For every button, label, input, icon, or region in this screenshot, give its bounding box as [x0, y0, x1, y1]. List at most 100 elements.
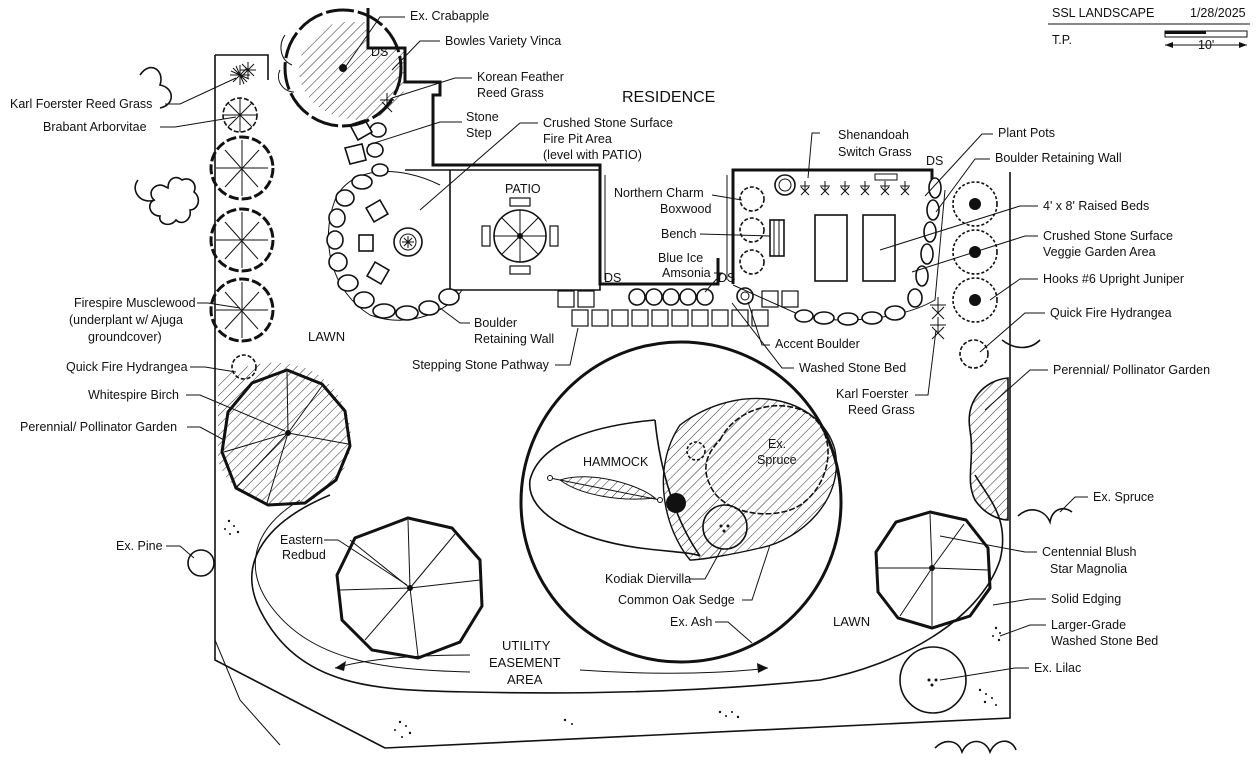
ex-pine [187, 549, 215, 577]
blue-ice-amsonia [628, 288, 714, 306]
label-ex-pine: Ex. Pine [116, 539, 163, 553]
karl-foerster-left [230, 62, 256, 85]
label-ex-spruce: Ex. Spruce [1093, 490, 1154, 504]
residence-label: RESIDENCE [622, 89, 715, 106]
star-magnolia [874, 510, 992, 630]
callout-labels: Ex. Crabapple Bowles Variety Vinca Korea… [10, 9, 1210, 681]
plant-pots [774, 174, 796, 196]
pollinator-garden-right [968, 377, 1009, 521]
company-name: SSL LANDSCAPE [1052, 6, 1154, 20]
label-larger-stone: Washed Stone Bed [1051, 634, 1158, 648]
lawn-edge-inner [254, 499, 471, 673]
downspout-label: DS [604, 271, 621, 285]
plan-date: 1/28/2025 [1190, 6, 1246, 20]
neighbor-tree [148, 176, 200, 226]
bench-icon [769, 219, 785, 257]
hooks-upright-juniper [952, 181, 998, 323]
label-larger-stone: Larger-Grade [1051, 618, 1126, 632]
utility-label: AREA [507, 672, 543, 687]
label-accent-boulder: Accent Boulder [775, 337, 860, 351]
label-ex-ash: Ex. Ash [670, 615, 712, 629]
label-switch-grass: Switch Grass [838, 145, 912, 159]
label-vinca: Bowles Variety Vinca [445, 34, 561, 48]
label-pollinator-right: Perennial/ Pollinator Garden [1053, 363, 1210, 377]
label-magnolia: Centennial Blush [1042, 545, 1137, 559]
eastern-redbud: Eastern Redbud [280, 516, 484, 660]
raised-beds [814, 214, 896, 282]
stepping-stone-pathway [557, 290, 799, 327]
label-raised-beds: 4' x 8' Raised Beds [1043, 199, 1149, 213]
label-veggie-area: Veggie Garden Area [1043, 245, 1156, 259]
label-amsonia: Blue Ice [658, 251, 703, 265]
firespire-musclewood [209, 135, 275, 343]
kidney-bed [662, 397, 838, 561]
label-plant-pots: Plant Pots [998, 126, 1055, 140]
label-oak-sedge: Common Oak Sedge [618, 593, 735, 607]
label-ex-lilac: Ex. Lilac [1034, 661, 1081, 675]
hammock-label: HAMMOCK [583, 455, 649, 469]
label-karl-foerster-right: Karl Foerster [836, 387, 908, 401]
label-feather-reed: Korean Feather [477, 70, 564, 84]
scale-label: 10' [1198, 38, 1214, 52]
central-garden: Ex. Spruce HAMMOCK [519, 340, 843, 664]
label-diervilla: Kodiak Diervilla [605, 572, 691, 586]
label-musclewood: (underplant w/ Ajuga [69, 313, 183, 327]
label-boulder-wall-right: Boulder Retaining Wall [995, 151, 1122, 165]
ex-spruce-right [1017, 508, 1073, 525]
utility-easement: UTILITY EASEMENT AREA [334, 638, 769, 687]
quick-fire-hydrangea-right [959, 339, 989, 369]
label-hydrangea-left: Quick Fire Hydrangea [66, 360, 188, 374]
label-hydrangea-right: Quick Fire Hydrangea [1050, 306, 1172, 320]
label-pollinator-left: Perennial/ Pollinator Garden [20, 420, 177, 434]
lawn-label: LAWN [833, 614, 870, 629]
accent-boulder [736, 287, 754, 305]
label-arborvitae: Brabant Arborvitae [43, 120, 147, 134]
kodiak-diervilla [702, 504, 748, 550]
crabapple-tree [278, 8, 405, 128]
downspout-label: DS [926, 154, 943, 168]
ex-lilac [899, 646, 967, 714]
patio-table-icon [481, 197, 559, 275]
boxwood-shrubs [739, 186, 765, 275]
label-musclewood: groundcover) [88, 330, 162, 344]
label-veggie-area: Crushed Stone Surface [1043, 229, 1173, 243]
whitespire-birch [218, 362, 352, 507]
designer-initials: T.P. [1052, 33, 1072, 47]
redbud-label: Eastern [280, 533, 323, 547]
patio: PATIO [405, 169, 728, 291]
label-boxwood: Boxwood [660, 202, 711, 216]
patio-label: PATIO [505, 182, 541, 196]
washed-stone-stipple [224, 519, 1001, 738]
label-boxwood: Northern Charm [614, 186, 704, 200]
label-fire-pit: (level with PATIO) [543, 148, 642, 162]
spruce-label: Ex. [768, 437, 786, 451]
utility-label: EASEMENT [489, 655, 561, 670]
property-boundary [214, 54, 1011, 749]
label-switch-grass: Shenandoah [838, 128, 909, 142]
label-stepping-stone: Stepping Stone Pathway [412, 358, 550, 372]
veggie-garden [732, 173, 946, 340]
label-amsonia: Amsonia [662, 266, 711, 280]
label-musclewood: Firespire Musclewood [74, 296, 196, 310]
label-fire-pit: Fire Pit Area [543, 132, 612, 146]
title-block: SSL LANDSCAPE 1/28/2025 T.P. 10' [1048, 6, 1250, 52]
spruce-label: Spruce [757, 453, 797, 467]
brabant-arborvitae [222, 97, 258, 133]
fire-pit-area [326, 119, 463, 321]
neighbor-tree [139, 66, 173, 109]
label-stone-step: Stone [466, 110, 499, 124]
label-solid-edging: Solid Edging [1051, 592, 1121, 606]
label-juniper: Hooks #6 Upright Juniper [1043, 272, 1184, 286]
label-boulder-wall-left: Boulder [474, 316, 517, 330]
label-birch: Whitespire Birch [88, 388, 179, 402]
fire-pit-icon [393, 227, 423, 257]
label-stone-step: Step [466, 126, 492, 140]
ex-spruce-center: Ex. Spruce [705, 404, 829, 515]
utility-label: UTILITY [502, 638, 551, 653]
fire-pit-chairs [358, 198, 391, 286]
karl-foerster-right [930, 297, 946, 340]
label-fire-pit: Crushed Stone Surface [543, 116, 673, 130]
label-karl-foerster-left: Karl Foerster Reed Grass [10, 97, 152, 111]
scale-bar: 10' [1164, 30, 1248, 52]
